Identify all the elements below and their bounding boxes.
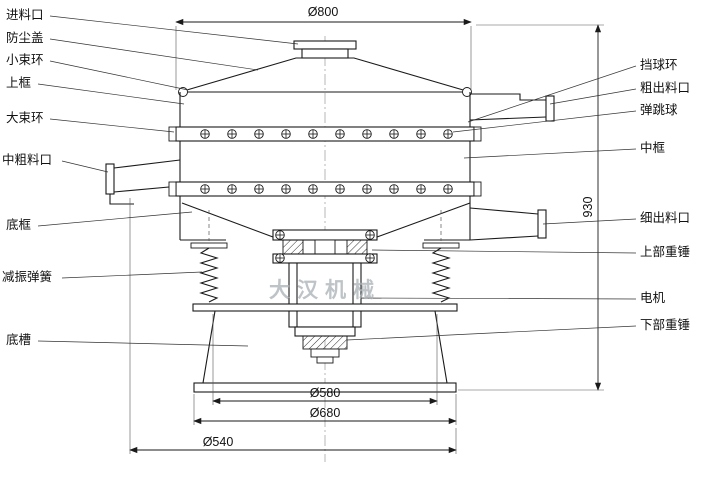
label-dust-cover: 防尘盖 bbox=[6, 30, 44, 45]
dim-overall-height: 930 bbox=[581, 197, 595, 218]
label-large-clamp-ring: 大束环 bbox=[6, 111, 44, 125]
lower-weight-block bbox=[302, 335, 348, 350]
label-bottom-frame: 底框 bbox=[6, 217, 32, 232]
label-motor: 电机 bbox=[640, 291, 666, 305]
feed-inlet bbox=[293, 40, 357, 59]
label-coarse-outlet: 粗出料口 bbox=[640, 81, 690, 95]
brand-watermark: 大汉机械 bbox=[269, 278, 381, 302]
label-upper-frame: 上框 bbox=[6, 76, 32, 90]
label-small-clamp-ring: 小束环 bbox=[6, 53, 44, 67]
middle-frame bbox=[179, 141, 471, 182]
spring-left bbox=[199, 247, 219, 303]
label-middle-coarse-outlet: 中粗料口 bbox=[2, 152, 52, 167]
label-damping-spring: 减振弹簧 bbox=[2, 269, 52, 284]
screen-band-lower bbox=[168, 181, 482, 197]
damping-springs bbox=[190, 242, 460, 303]
label-lower-weight: 下部重锤 bbox=[640, 317, 690, 332]
motor-body bbox=[288, 262, 362, 328]
label-middle-frame: 中框 bbox=[640, 140, 666, 155]
label-upper-weight: 上部重锤 bbox=[640, 244, 690, 259]
dimension-top: Ø800 bbox=[175, 5, 472, 90]
dim-base-bottom-diameter: Ø540 bbox=[203, 435, 234, 449]
leader-lines-left bbox=[37, 15, 299, 347]
leader-lines-right bbox=[346, 65, 637, 341]
dim-top-diameter: Ø800 bbox=[308, 5, 339, 19]
label-fine-outlet: 细出料口 bbox=[640, 211, 690, 225]
dust-cover bbox=[178, 57, 472, 97]
upper-weight-flange bbox=[272, 229, 378, 241]
machine-body bbox=[105, 40, 555, 393]
fine-outlet-spout bbox=[469, 207, 547, 241]
dim-base-flange-diameter: Ø680 bbox=[310, 406, 341, 420]
upper-weight-block-right bbox=[346, 239, 368, 255]
spring-right bbox=[431, 247, 451, 303]
motor-assembly bbox=[272, 229, 378, 364]
middle-coarse-outlet-spout bbox=[105, 159, 181, 205]
dimension-bottom: Ø580 Ø680 Ø540 bbox=[129, 198, 457, 454]
upper-weight-block-left bbox=[282, 239, 304, 255]
label-bouncing-ball: 弹跳球 bbox=[640, 103, 678, 117]
label-ball-stop-ring: 挡球环 bbox=[640, 58, 678, 72]
part-labels-left: 进料口 防尘盖 小束环 上框 大束环 中粗料口 底框 减振弹簧 底槽 bbox=[2, 8, 52, 347]
dimension-height: 930 bbox=[458, 24, 604, 391]
dim-base-top-diameter: Ø580 bbox=[310, 386, 341, 400]
label-base: 底槽 bbox=[6, 332, 31, 347]
label-feed-inlet: 进料口 bbox=[6, 8, 44, 22]
small-clamp-ring-right bbox=[462, 87, 472, 97]
screen-band-upper bbox=[168, 126, 482, 142]
bottom-frame bbox=[179, 196, 471, 241]
part-labels-right: 挡球环 粗出料口 弹跳球 中框 细出料口 上部重锤 电机 下部重锤 bbox=[640, 58, 690, 332]
